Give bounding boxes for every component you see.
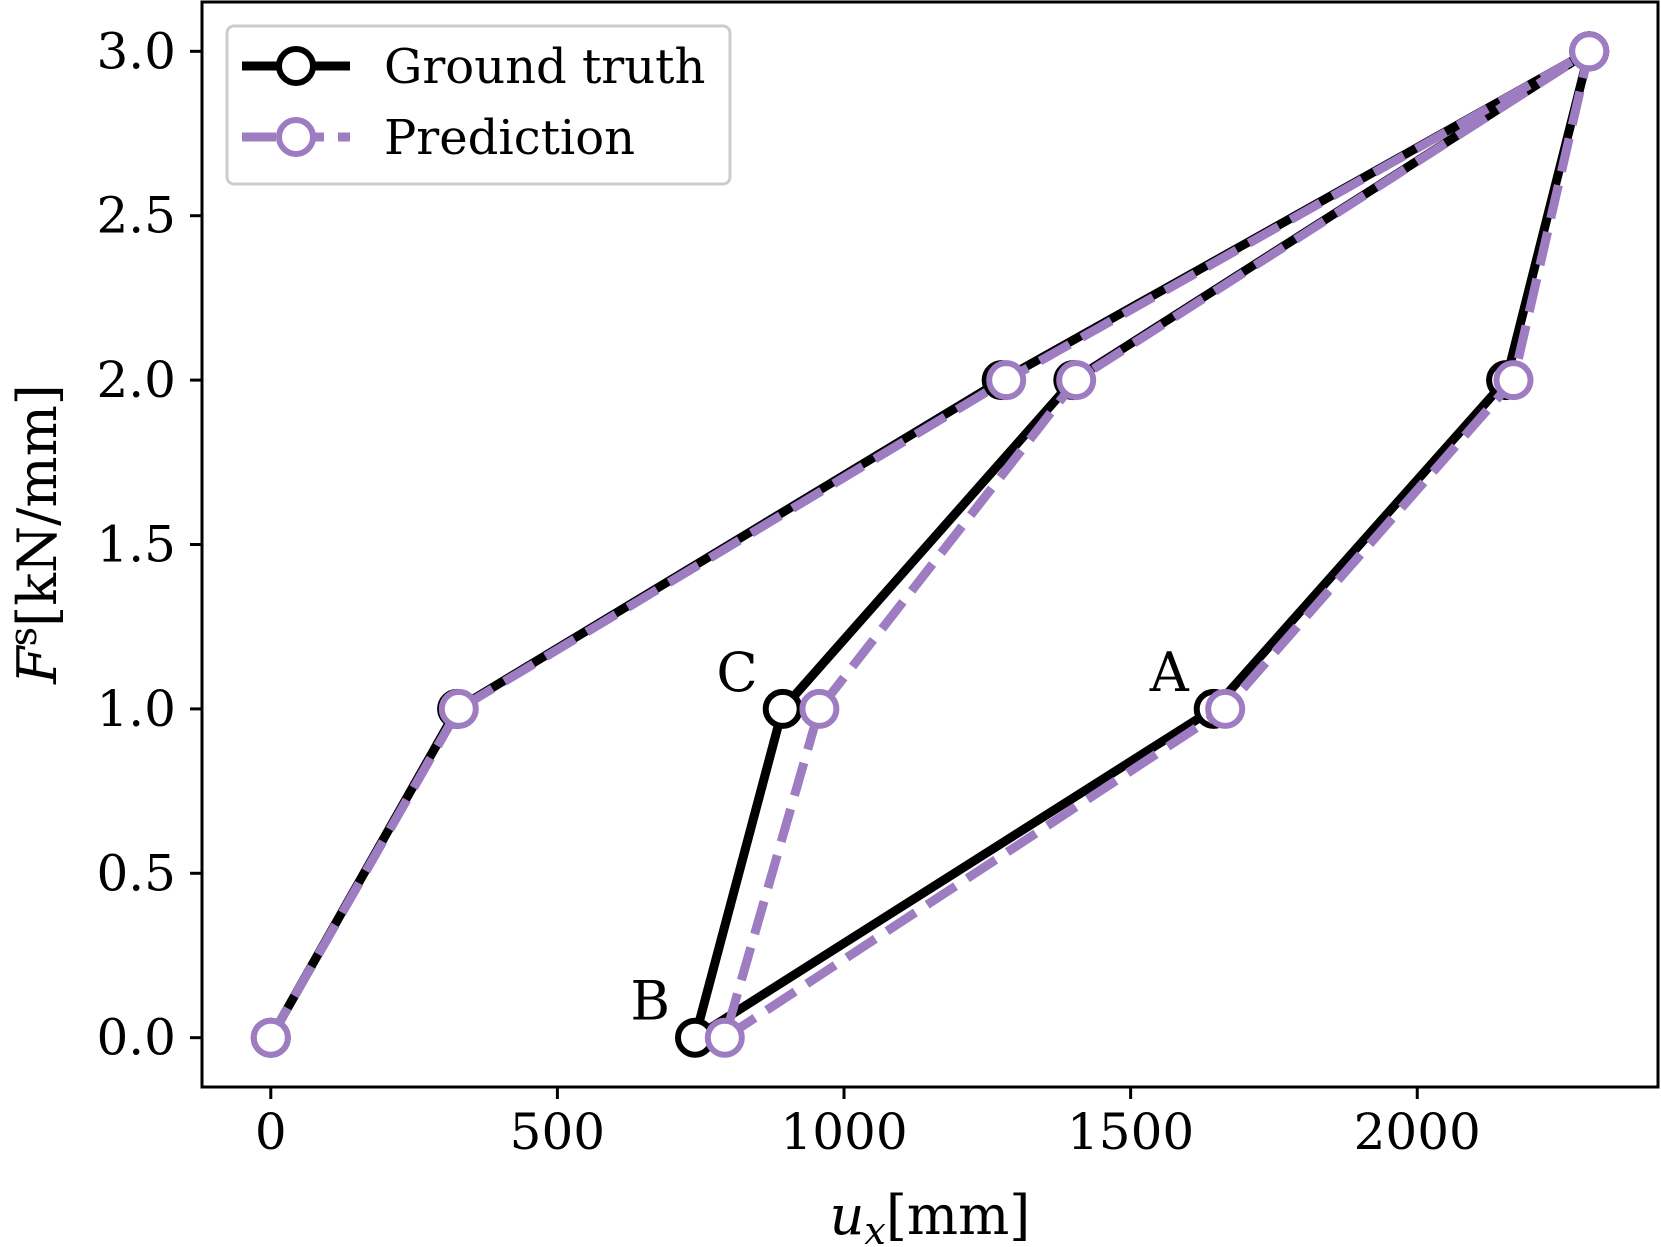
y-tick-label: 2.0 bbox=[96, 351, 176, 409]
x-tick-label: 1500 bbox=[1067, 1103, 1194, 1161]
y-tick-label: 1.5 bbox=[96, 516, 176, 574]
y-tick-label: 2.5 bbox=[96, 187, 176, 245]
legend-label-prediction: Prediction bbox=[384, 110, 635, 166]
data-point-prediction bbox=[704, 1017, 745, 1058]
legend-label-ground-truth: Ground truth bbox=[384, 39, 705, 95]
data-point-prediction bbox=[1493, 360, 1534, 401]
legend-marker-ground-truth bbox=[276, 46, 316, 86]
series-line-prediction bbox=[266, 42, 1596, 1049]
x-tick-label: 0 bbox=[255, 1103, 287, 1161]
y-axis-ticks: 0.0 0.5 1.0 1.5 2.0 2.5 3.0 bbox=[96, 22, 202, 1067]
x-axis-label-subscript: x bbox=[864, 1209, 885, 1247]
y-tick-label: 0.0 bbox=[96, 1009, 176, 1067]
y-tick-label: 1.0 bbox=[96, 680, 176, 738]
series-line-ground-truth bbox=[266, 42, 1597, 1048]
y-axis-label-unit: [kN/mm] bbox=[6, 384, 69, 627]
y-tick-label: 3.0 bbox=[96, 22, 176, 80]
data-layer bbox=[250, 31, 1610, 1058]
y-axis-label: Fs[kN/mm] bbox=[1, 384, 69, 685]
y-axis-label-symbol: F bbox=[6, 644, 69, 685]
data-point-prediction bbox=[250, 1017, 291, 1058]
annotation-layer: A B C bbox=[630, 641, 1189, 1033]
data-point-ground-truth bbox=[762, 688, 803, 729]
data-point-prediction bbox=[1056, 360, 1097, 401]
y-axis-label-superscript: s bbox=[1, 627, 45, 647]
legend: Ground truth Prediction bbox=[225, 24, 732, 186]
x-axis-ticks: 0 500 1000 1500 2000 bbox=[255, 1087, 1481, 1161]
data-point-prediction bbox=[1569, 31, 1610, 72]
data-point-prediction bbox=[1205, 688, 1246, 729]
x-tick-label: 500 bbox=[510, 1103, 605, 1161]
point-label-a: A bbox=[1149, 641, 1190, 704]
legend-marker-prediction bbox=[276, 117, 316, 157]
x-axis-label-symbol: u bbox=[830, 1184, 865, 1247]
data-point-prediction bbox=[799, 688, 840, 729]
point-label-c: C bbox=[716, 641, 757, 704]
x-axis-label-unit: [mm] bbox=[886, 1184, 1031, 1247]
legend-box bbox=[225, 24, 732, 186]
x-tick-label: 2000 bbox=[1354, 1103, 1481, 1161]
y-tick-label: 0.5 bbox=[96, 844, 176, 902]
x-tick-label: 1000 bbox=[780, 1103, 907, 1161]
point-label-b: B bbox=[630, 970, 670, 1033]
data-point-prediction bbox=[986, 360, 1027, 401]
x-axis-label: ux[mm] bbox=[830, 1184, 1031, 1247]
data-point-prediction bbox=[438, 688, 479, 729]
